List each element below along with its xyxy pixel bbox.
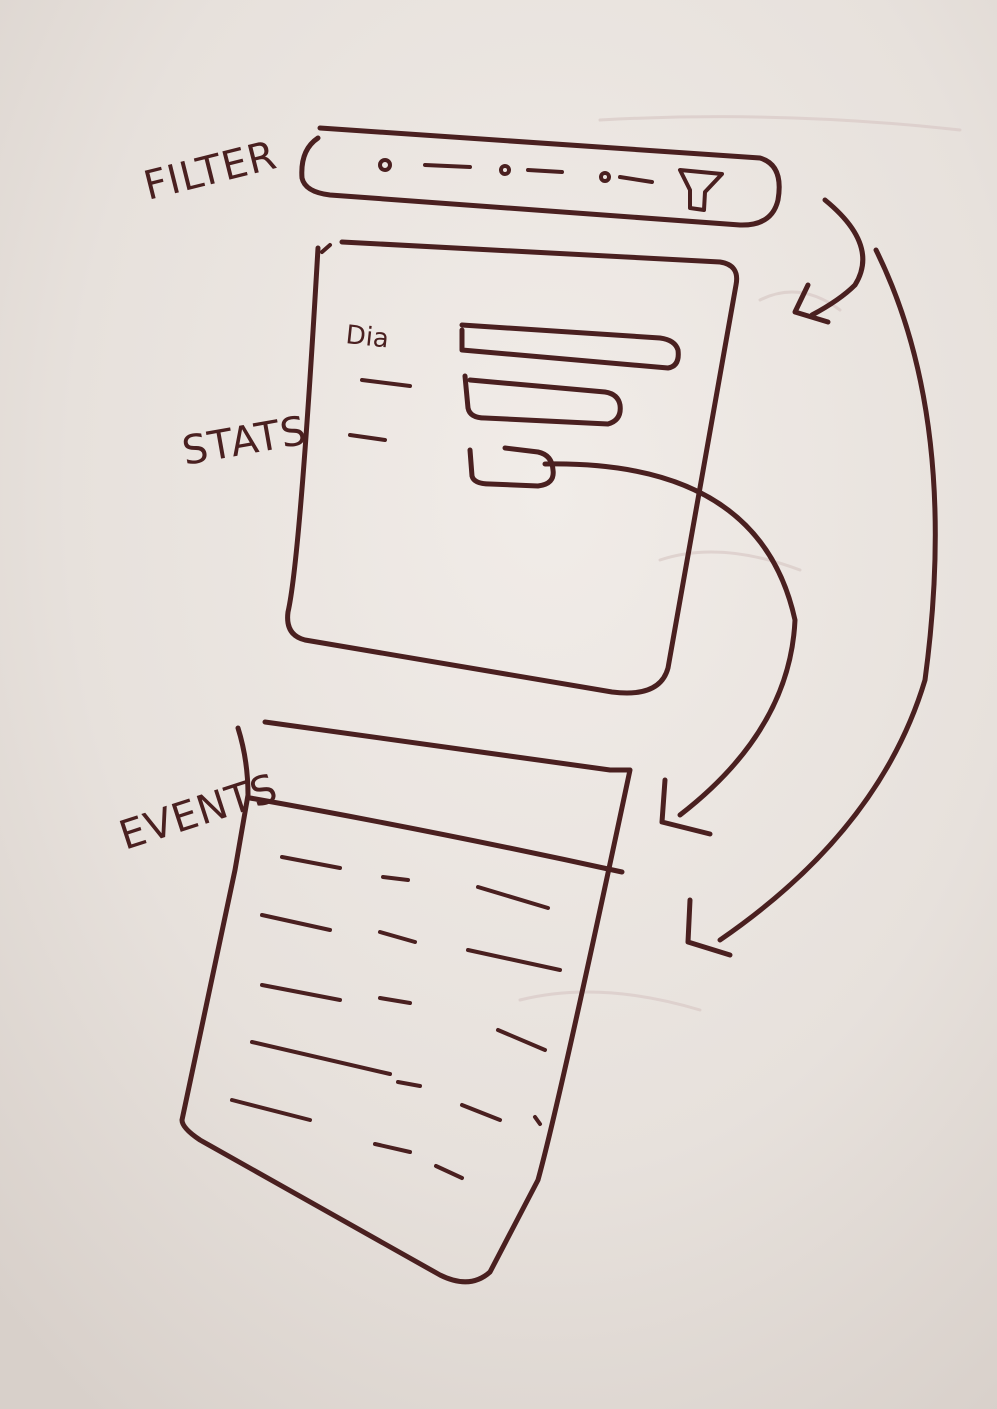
filter-bar[interactable] [299,125,782,228]
stats-bar-3[interactable] [467,445,556,489]
table-row[interactable] [378,996,412,1005]
stats-row-label-2 [360,378,412,388]
filter-bar-outline [299,125,782,228]
stats-panel-front-outline [285,239,740,696]
arrow-stats-to-events [542,461,798,837]
table-row[interactable] [260,983,342,1002]
events-table-outline [179,719,633,1285]
filter-dash-3 [618,175,654,184]
table-row[interactable] [280,855,342,870]
filter-chip-3[interactable] [599,171,611,183]
arrow-filter-to-stats [792,197,866,325]
stats-row-label-1: Dia [344,320,390,354]
table-row[interactable] [373,1142,412,1154]
stats-row-label-3 [348,433,387,442]
arrow-filter-to-events [685,247,938,958]
events-rows [230,855,562,1180]
table-row[interactable] [260,913,332,932]
events-table [179,719,633,1285]
table-row[interactable] [396,1080,422,1088]
table-row[interactable] [533,1115,542,1126]
table-row[interactable] [476,885,550,910]
table-row[interactable] [230,1098,312,1122]
stats-panel-back-outline [320,243,332,254]
stats-bar-2[interactable] [462,373,623,427]
stats-panel [285,239,740,696]
filter-dash-1 [423,163,472,169]
table-row[interactable] [250,1040,392,1076]
table-row[interactable] [460,1103,502,1122]
filter-chip-1[interactable] [378,158,392,172]
table-row[interactable] [466,948,562,972]
events-table-header-divider [247,795,625,875]
filter-dash-2 [526,168,564,174]
erased-residue [518,115,962,1012]
table-row[interactable] [381,875,410,882]
filter-chip-2[interactable] [499,164,511,176]
table-row[interactable] [434,1164,464,1180]
table-row[interactable] [378,930,417,944]
funnel-icon[interactable] [678,168,724,212]
stats-rows: Dia [344,320,681,489]
stats-bar-1[interactable] [459,322,681,371]
table-row[interactable] [496,1028,547,1052]
